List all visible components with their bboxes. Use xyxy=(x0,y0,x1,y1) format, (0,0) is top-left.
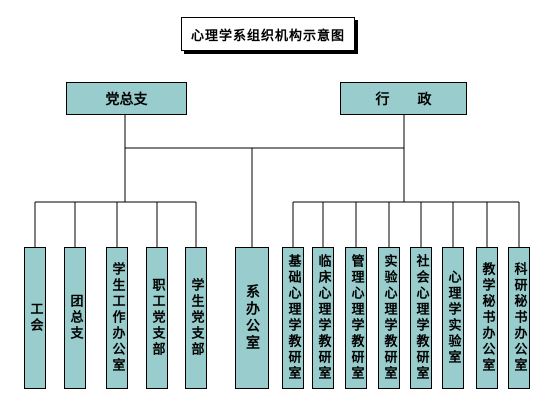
party-unit-union: 工会 xyxy=(24,247,46,389)
department-office-box: 系办公室 xyxy=(235,247,269,389)
administration-box: 行 政 xyxy=(340,82,467,115)
diagram-title: 心理学系组织机构示意图 xyxy=(181,17,355,51)
party-unit-youth-league: 团总支 xyxy=(64,247,86,389)
party-unit-student-branch: 学生党支部 xyxy=(185,247,207,389)
admin-unit-social-psychology: 社会心理学教研室 xyxy=(410,247,432,389)
admin-unit-experimental-psychology: 实验心理学教研室 xyxy=(378,247,400,389)
admin-unit-management-psychology: 管理心理学教研室 xyxy=(345,247,367,389)
party-branch-box: 党总支 xyxy=(66,82,187,115)
party-unit-staff-branch: 职工党支部 xyxy=(146,247,168,389)
admin-unit-research-secretary-office: 科研秘书办公室 xyxy=(508,247,530,389)
admin-unit-clinical-psychology: 临床心理学教研室 xyxy=(312,247,334,389)
admin-unit-psychology-lab: 心理学实验室 xyxy=(442,247,464,389)
party-unit-student-affairs-office: 学生工作办公室 xyxy=(106,247,128,389)
admin-unit-basic-psychology: 基础心理学教研室 xyxy=(282,247,304,389)
admin-unit-teaching-secretary-office: 教学秘书办公室 xyxy=(476,247,498,389)
